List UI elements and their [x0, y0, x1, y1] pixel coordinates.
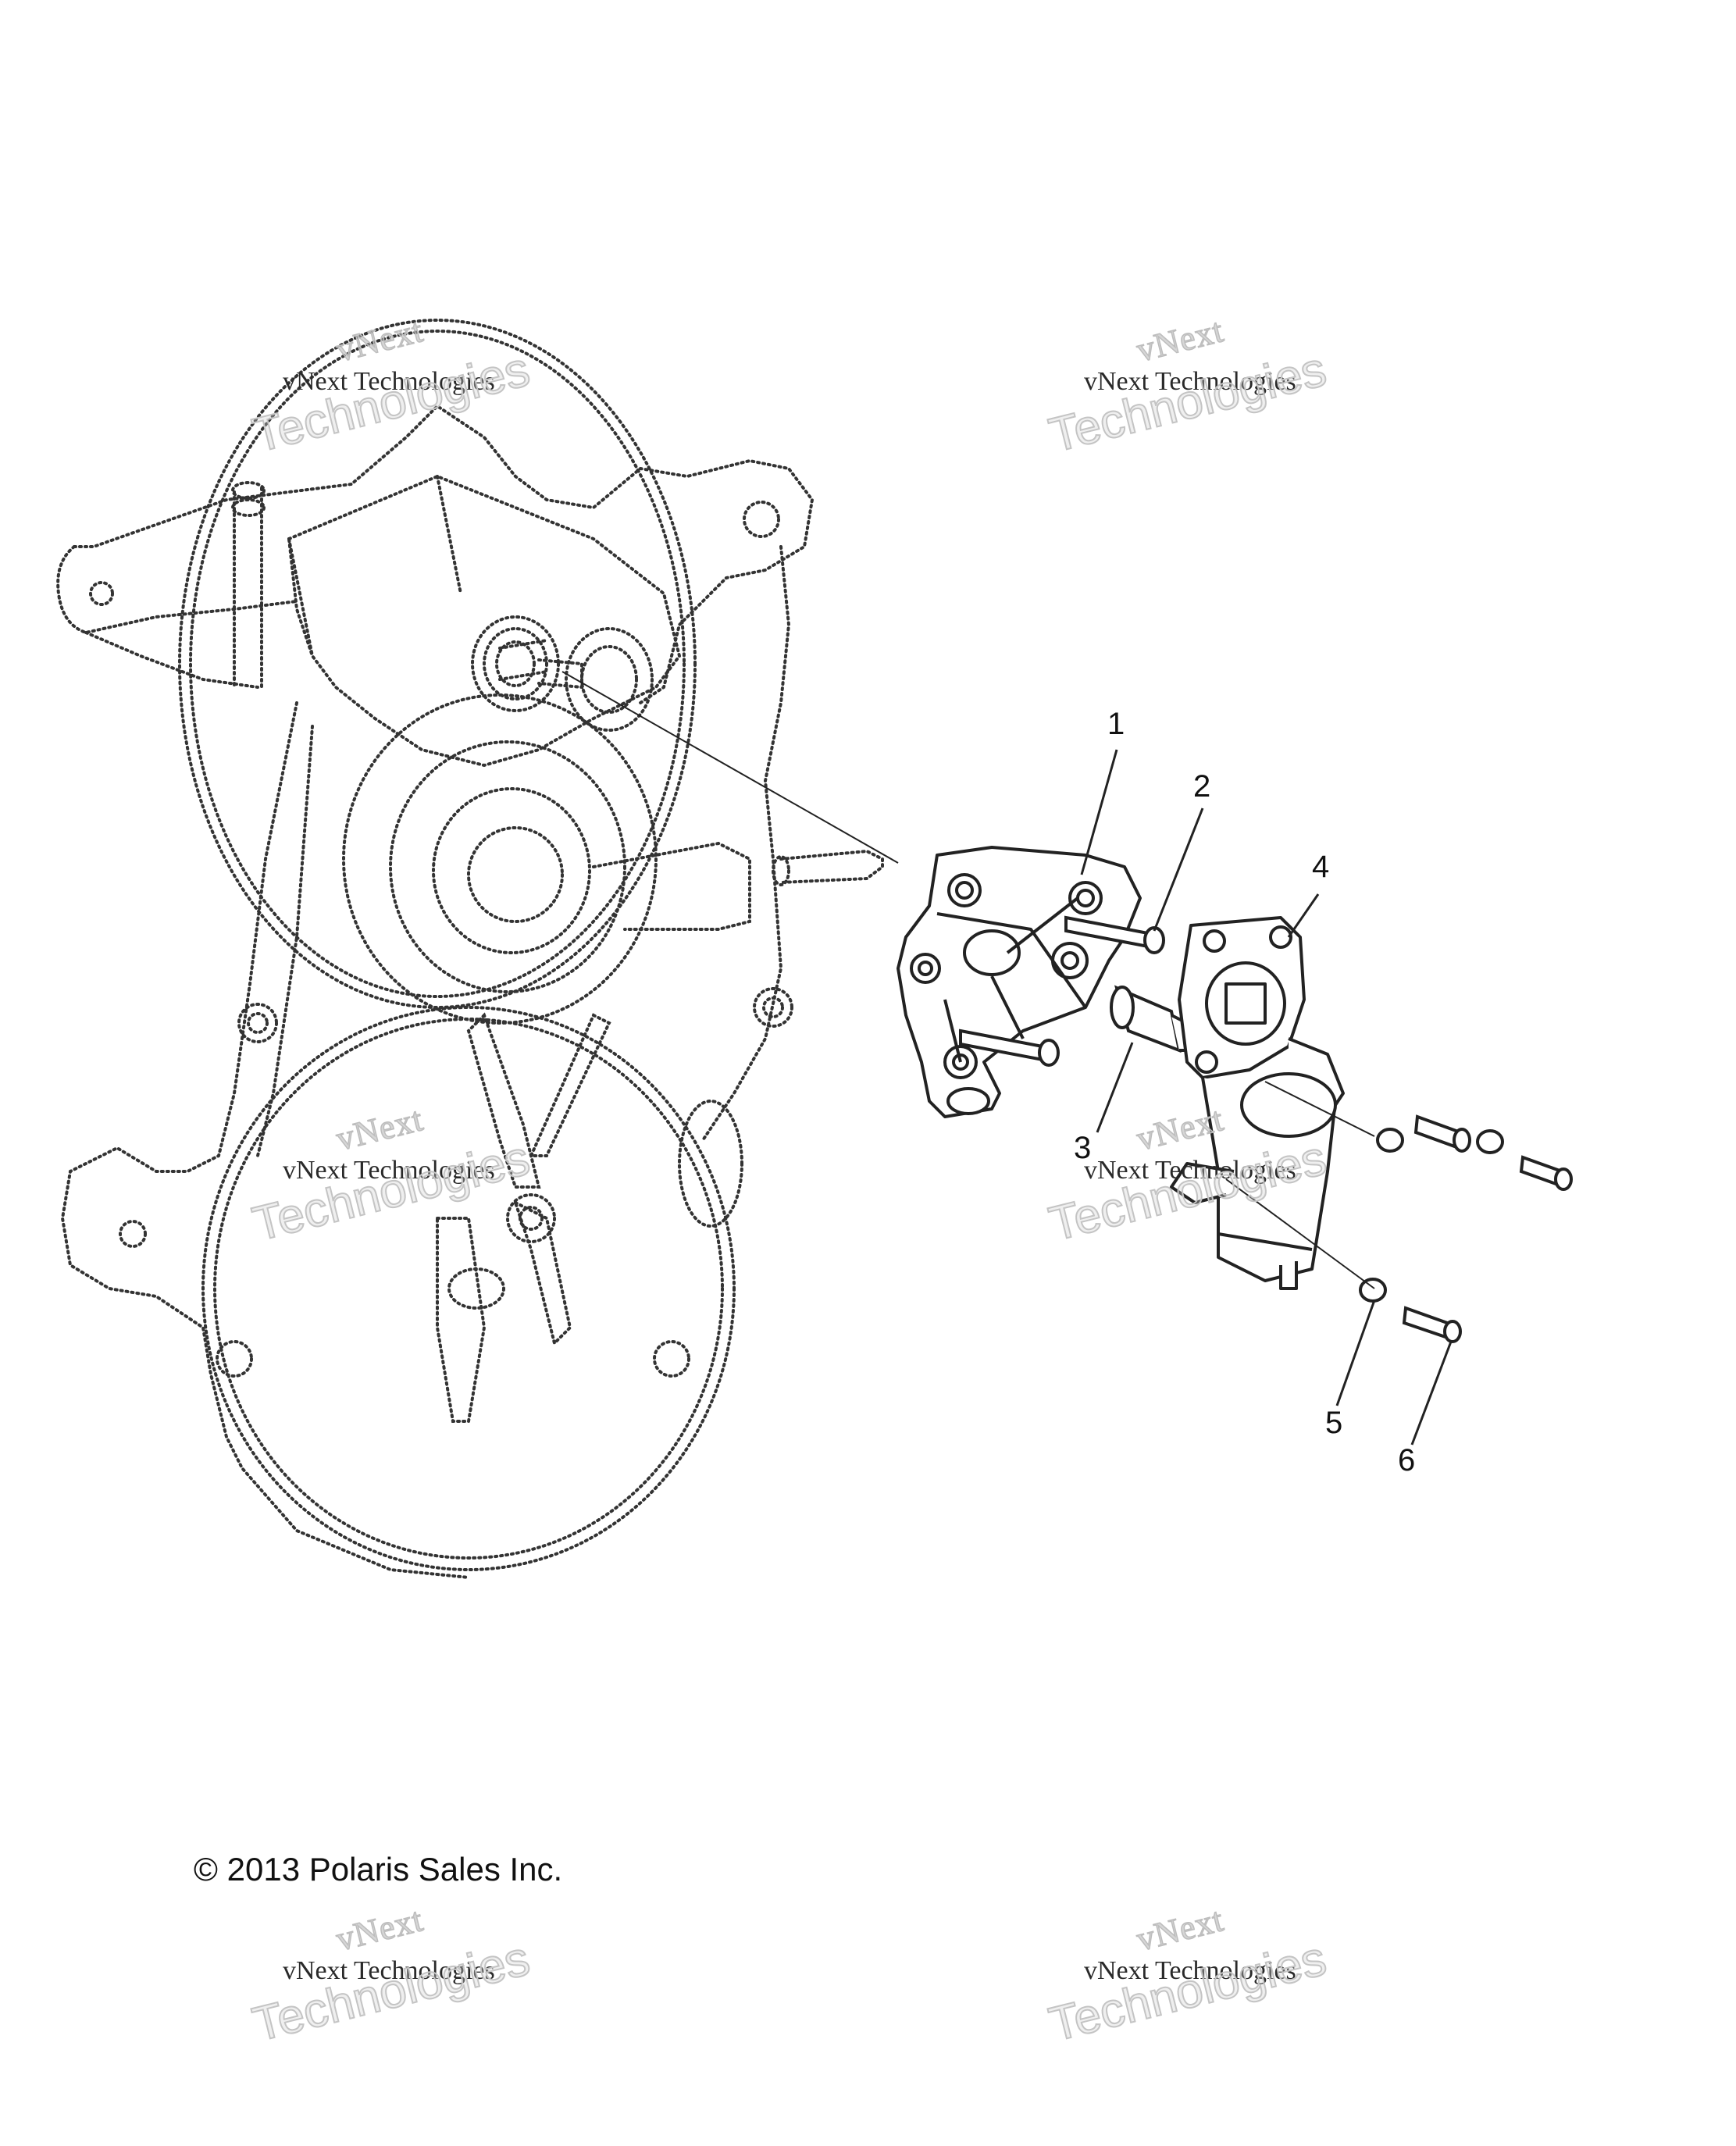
- callout-1: 1: [1107, 707, 1125, 741]
- callout-2: 2: [1193, 769, 1211, 804]
- alignment-line: [561, 671, 899, 864]
- part-1-mounting-bracket: [897, 846, 1142, 1118]
- callout-6: 6: [1398, 1443, 1416, 1478]
- part-3-coupler: [1110, 985, 1193, 1053]
- part-5-washers: [1359, 1128, 1504, 1303]
- part-2-screws: [959, 915, 1165, 1067]
- callout-3: 3: [1074, 1131, 1092, 1165]
- part-4-actuator-motor: [1170, 916, 1345, 1290]
- leader-lines: [1080, 749, 1453, 1446]
- part-6-screws: [1402, 1114, 1573, 1343]
- callout-4: 4: [1312, 850, 1330, 884]
- callout-5: 5: [1325, 1406, 1343, 1440]
- engine-housing-phantom: [56, 319, 884, 1579]
- copyright-notice: © 2013 Polaris Sales Inc.: [194, 1851, 563, 1888]
- fastener-centre-lines: [1225, 1081, 1375, 1289]
